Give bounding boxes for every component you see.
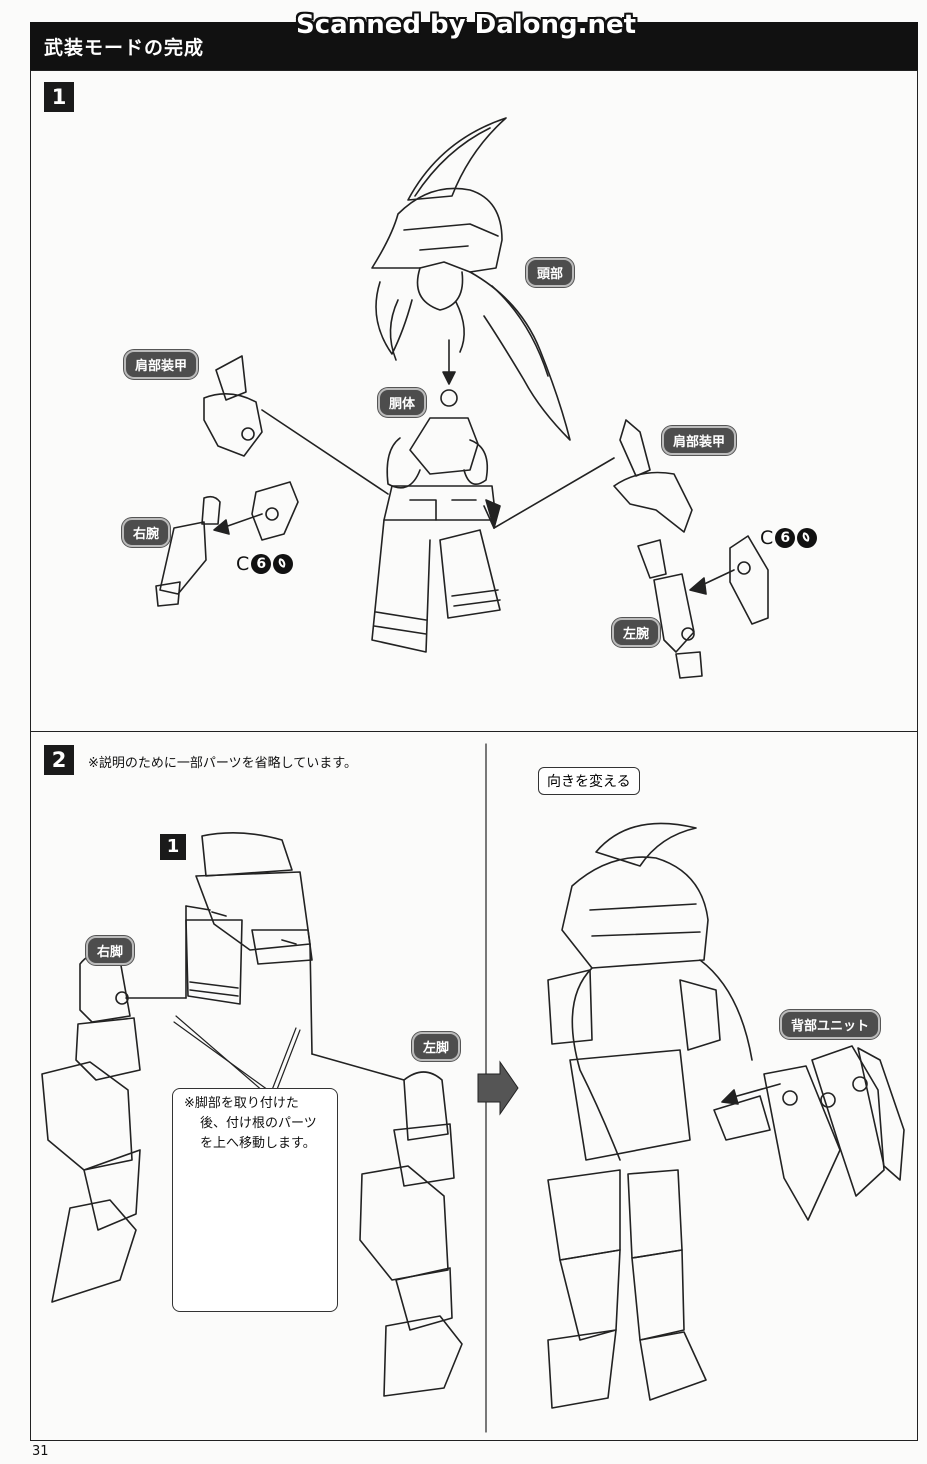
completed-figure-illustration [547,822,753,1409]
step2-note: ※説明のために一部パーツを省略しています。 [88,756,357,771]
torso-illustration [371,389,501,653]
right-shoulder-armor-illustration [203,355,263,457]
label-shoulder-armor-left: 肩部装甲 [662,426,737,455]
right-leg-illustration [41,952,141,1303]
left-leg-illustration [359,1071,463,1397]
scan-watermark: Scanned by Dalong.net [296,10,637,40]
part-code-right: C 6 [236,553,294,575]
section-title: 武装モードの完成 [44,37,205,59]
part-code-left: C 6 [760,527,818,549]
orientation-label: 向きを変える [538,767,640,795]
left-shoulder-armor-illustration [613,419,693,533]
partial-body-illustration [185,832,313,1005]
callout-line-1: ※脚部を取り付けた [184,1096,299,1111]
page-number: 31 [32,1444,49,1459]
part-number-badge: 6 [775,528,796,548]
right-arm-illustration [155,481,299,607]
callout-line-3: を上へ移動します。 [200,1136,316,1151]
step2-panel [30,731,918,1441]
nipper-icon [797,528,818,548]
section-header: 武装モードの完成 [30,22,918,70]
part-number-badge: 6 [251,554,272,574]
leg-attachment-callout [172,1088,338,1312]
callout-line-2: 後、付け根のパーツ [200,1116,317,1131]
label-right-arm: 右腕 [122,518,171,547]
nipper-icon [273,554,294,574]
label-back-unit: 背部ユニット [780,1010,881,1039]
label-torso: 胴体 [378,388,427,417]
label-left-leg: 左脚 [412,1032,461,1061]
step2-number: 2 [44,745,74,775]
step1-number: 1 [44,82,74,112]
left-arm-illustration [637,535,769,679]
label-head: 頭部 [526,258,575,287]
label-left-arm: 左腕 [612,618,661,647]
back-unit-illustration [713,1045,905,1221]
head-illustration [371,117,571,441]
direction-arrow [477,1060,519,1116]
label-right-leg: 右脚 [86,936,135,965]
inner-step-reference: 1 [160,834,186,860]
label-shoulder-armor-right: 肩部装甲 [124,350,199,379]
